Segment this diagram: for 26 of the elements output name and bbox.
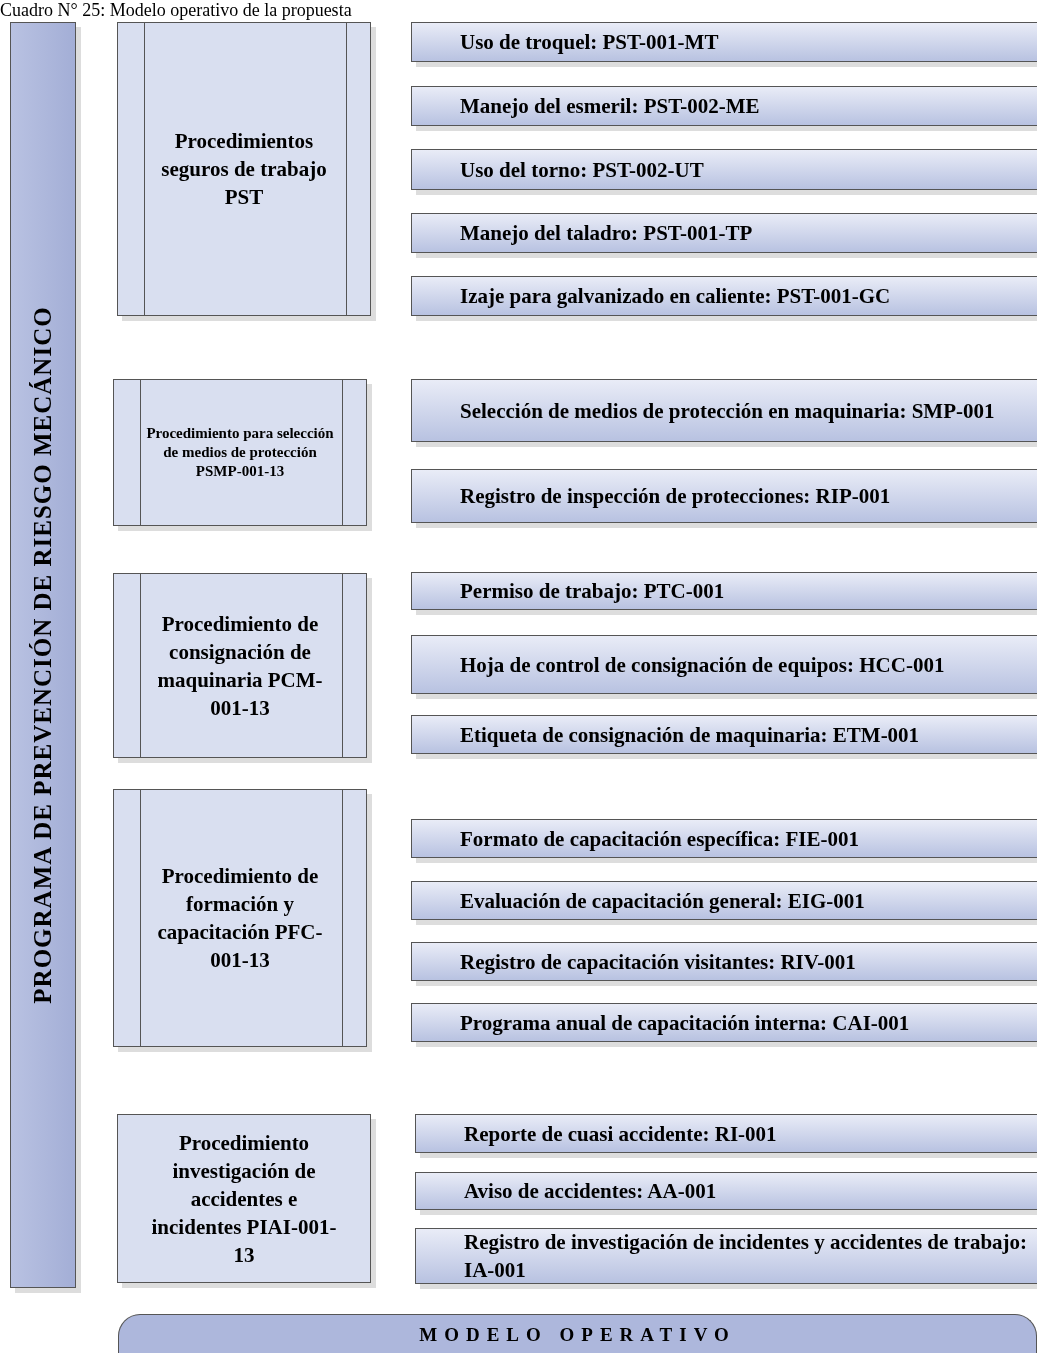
document-label: Izaje para galvanizado en caliente: PST-001-GC <box>460 283 891 310</box>
procedure-label: Procedimiento para selección de medios de protección PSMP-001-13 <box>145 424 335 481</box>
document-label: Uso de troquel: PST-001-MT <box>460 29 719 56</box>
document-label: Manejo del taladro: PST-001-TP <box>460 220 753 247</box>
footer-band <box>118 1314 1037 1353</box>
document-label: Etiqueta de consignación de maquinaria: ETM-001 <box>460 721 920 749</box>
document-label: Registro de investigación de incidentes y accidentes de trabajo: IA-001 <box>464 1229 1029 1284</box>
document-label: Formato de capacitación específica: FIE-001 <box>460 825 859 853</box>
document-label: Selección de medios de protección en maquinaria: SMP-001 <box>460 397 995 425</box>
document-label: Registro de inspección de protecciones: RIP-001 <box>460 483 891 510</box>
document-label: Uso del torno: PST-002-UT <box>460 156 704 184</box>
document-label: Evaluación de capacitación general: EIG-001 <box>460 887 865 915</box>
document-label: Hoja de control de consignación de equipos: HCC-001 <box>460 651 945 679</box>
document-label: Programa anual de capacitación interna: CAI-001 <box>460 1009 910 1037</box>
document-label: Registro de capacitación visitantes: RIV-001 <box>460 948 856 976</box>
procedure-label: Procedimiento investigación de accidentes e incidentes PIAI-001-13 <box>150 1129 338 1269</box>
footer-title: MODELO OPERATIVO <box>419 1323 736 1346</box>
procedure-label: Procedimiento de consignación de maquinaria PCM-001-13 <box>156 610 324 722</box>
document-label: Manejo del esmeril: PST-002-ME <box>460 93 760 120</box>
procedure-label: Procedimiento de formación y capacitación PFC-001-13 <box>156 863 324 974</box>
document-label: Permiso de trabajo: PTC-001 <box>460 578 725 605</box>
document-label: Reporte de cuasi accidente: RI-001 <box>464 1120 777 1148</box>
band-title: PROGRAMA DE PREVENCIÓN DE RIESGO MECÁNICO <box>29 306 57 1004</box>
procedure-label: Procedimientos seguros de trabajo PST <box>160 128 328 211</box>
document-label: Aviso de accidentes: AA-001 <box>464 1178 717 1205</box>
figure-title: Cuadro N° 25: Modelo operativo de la propuesta <box>0 0 352 20</box>
